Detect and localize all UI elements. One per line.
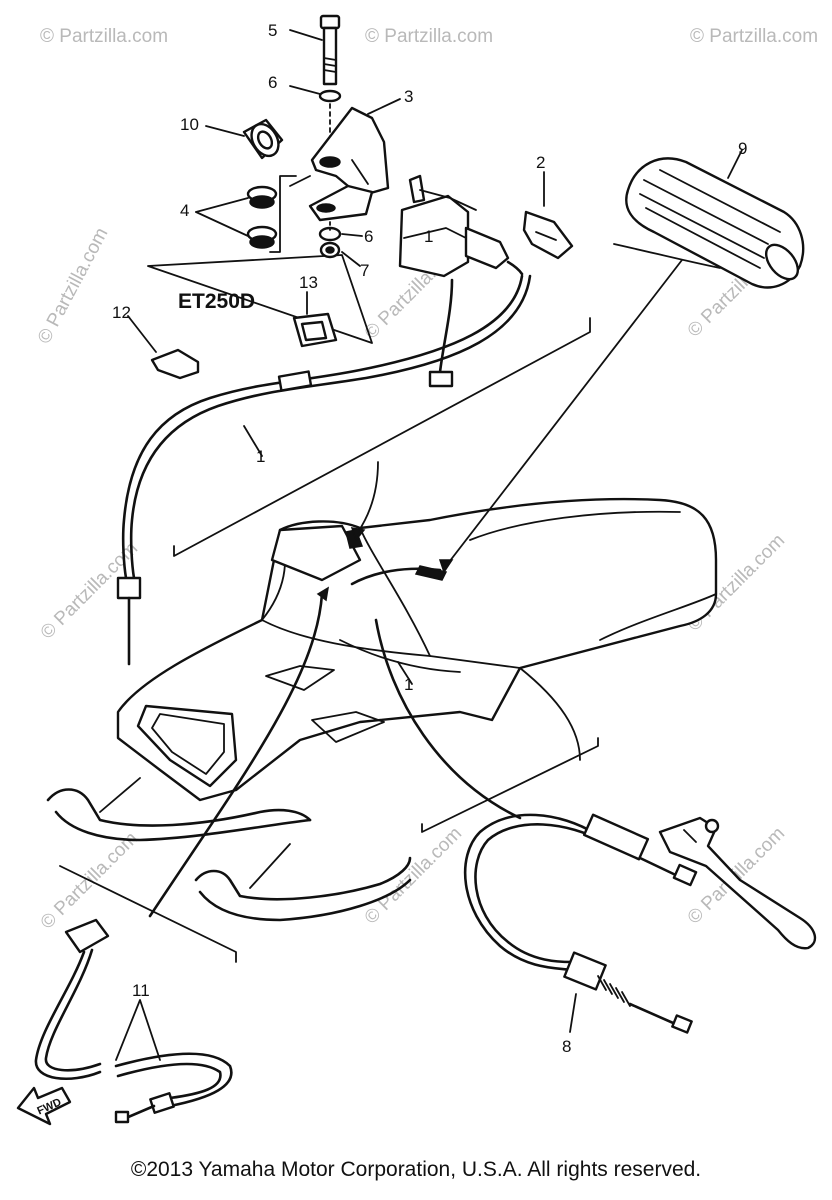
callout-6b: 6: [364, 227, 373, 246]
variant-panel-frame: [147, 254, 373, 344]
switch-connector: [428, 370, 454, 388]
callout-5: 5: [268, 21, 277, 40]
callout-7: 7: [360, 261, 369, 280]
callout-6: 6: [268, 73, 277, 92]
frame-lines: [59, 243, 721, 963]
callout-1-body: 1: [404, 675, 413, 694]
part-1-throttle-cable: 1: [116, 274, 532, 666]
fwd-arrow-icon: FWD: [16, 1086, 72, 1126]
watermark: © Partzilla.com: [40, 26, 168, 47]
part-11-cable: 11: [34, 918, 233, 1124]
callout-9: 9: [738, 139, 747, 158]
part-4-bushings: [246, 175, 311, 253]
brake-lever: [658, 816, 817, 950]
watermark: © Partzilla.com: [34, 224, 113, 347]
part-6-7-nut-washer: [318, 226, 342, 259]
part-3-lever-holder: [308, 106, 390, 222]
watermark: © Partzilla.com: [690, 26, 818, 47]
callout-4: 4: [180, 201, 189, 220]
snowmobile-body: [46, 497, 718, 922]
right-ski: [194, 856, 412, 901]
part-5-bolt: [319, 14, 341, 86]
part-13-clamp: [292, 312, 338, 348]
watermark: © Partzilla.com: [365, 26, 493, 47]
model-label: ET250D: [178, 290, 255, 313]
watermark: © Partzilla.com: [361, 823, 466, 928]
callout-13: 13: [299, 273, 318, 292]
windshield: [270, 524, 362, 582]
callout-10: 10: [180, 115, 199, 134]
callout-1-switch: 1: [424, 227, 433, 246]
part-10-ring: [242, 118, 284, 160]
leader-lines: 1: [148, 259, 683, 918]
callout-11: 11: [132, 981, 150, 1000]
callout-3: 3: [404, 87, 413, 106]
brake-cable-spring: [563, 951, 693, 1034]
left-ski: [46, 788, 312, 827]
callout-2: 2: [536, 153, 545, 172]
parts-diagram: © Partzilla.com © Partzilla.com © Partzi…: [16, 14, 818, 1126]
callout-1-cable: 1: [256, 447, 265, 466]
part-6-washer: [318, 89, 342, 103]
part-9-grip: 9: [625, 139, 805, 289]
part-12-clip: 12: [112, 303, 200, 380]
cable-adjuster: [582, 813, 650, 861]
et250d-variant-panel: ET250D 13: [147, 254, 373, 348]
part-8-brake-cable: 8: [463, 813, 698, 1056]
callout-8: 8: [562, 1037, 571, 1056]
cable-end-fitting: [116, 576, 142, 600]
part-1-switch: 1: [398, 174, 524, 388]
throttle-housing-group: 10 4 5 6 3 6 7: [180, 14, 413, 280]
watermark-layer: © Partzilla.com © Partzilla.com © Partzi…: [34, 26, 818, 934]
callout-12: 12: [112, 303, 131, 322]
part-2-clip: 2: [522, 153, 574, 260]
copyright-notice: ©2013 Yamaha Motor Corporation, U.S.A. A…: [130, 1158, 702, 1181]
